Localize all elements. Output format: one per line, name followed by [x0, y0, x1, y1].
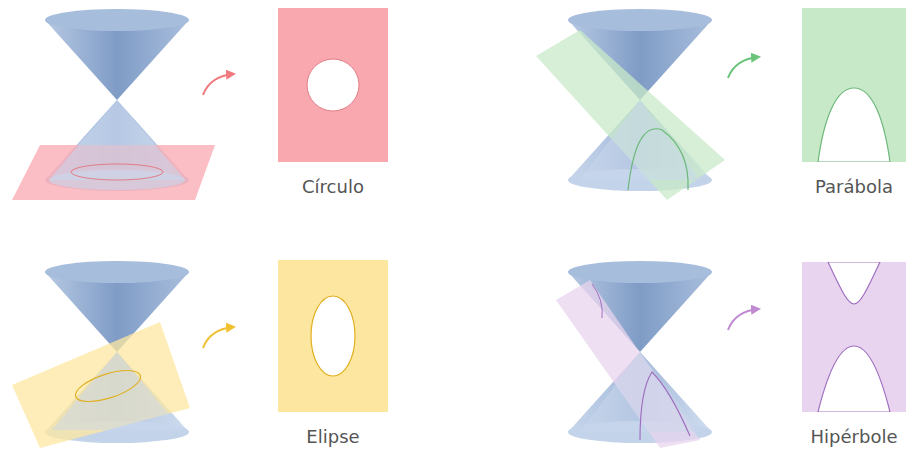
hyperbola-cone — [556, 261, 712, 448]
circle-cone — [0, 0, 215, 200]
panel-shape — [802, 8, 906, 162]
conic-label: Elipse — [258, 426, 408, 447]
arrow — [203, 327, 234, 348]
circle-panel: Círculo — [278, 8, 388, 162]
conic-label: Círculo — [258, 176, 408, 197]
hyperbola-panel: Hipérbole — [802, 262, 906, 412]
conic-label: Hipérbole — [782, 426, 916, 447]
parabola-panel: Parábola — [802, 8, 906, 162]
ellipse-panel: Elipse — [278, 260, 388, 412]
arrow — [728, 309, 759, 330]
conic-label: Parábola — [782, 176, 916, 197]
arrow — [728, 57, 759, 78]
panel-shape — [278, 8, 388, 162]
parabola-cone — [536, 9, 725, 200]
panel-shape — [802, 262, 906, 412]
arrow — [203, 74, 234, 95]
panel-shape — [278, 260, 388, 412]
ellipse-cone — [12, 261, 190, 448]
